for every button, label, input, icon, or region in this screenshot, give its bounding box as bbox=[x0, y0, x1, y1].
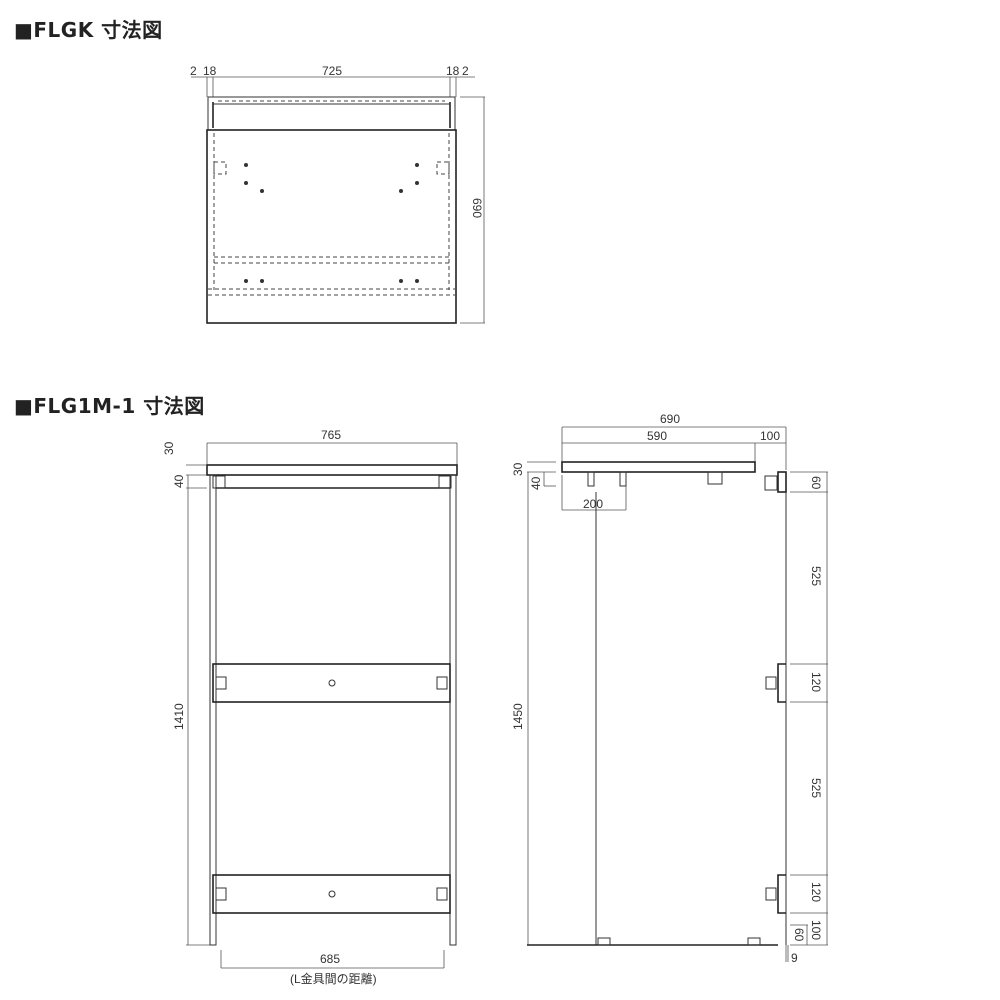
flg1m-front-view: 765 30 40 1410 685 (L金具間の距離) bbox=[162, 428, 458, 986]
dim-right-4: 120 bbox=[809, 882, 823, 902]
dim-right-5: 100 bbox=[809, 920, 823, 940]
dim-height: 690 bbox=[470, 198, 484, 218]
dim-right-panel: 18 bbox=[446, 64, 460, 78]
dim-front-top-board: 30 bbox=[162, 441, 176, 455]
dim-front-top-bracket: 40 bbox=[172, 474, 186, 488]
dim-floor-gap: 9 bbox=[791, 951, 798, 965]
dim-inner-width: 725 bbox=[322, 64, 342, 78]
flgk-drawing: 2 18 725 18 2 690 bbox=[190, 64, 485, 324]
dim-bracket-distance: 685 bbox=[320, 952, 340, 966]
dim-side-overhang: 100 bbox=[760, 429, 780, 443]
dim-right-1: 525 bbox=[809, 566, 823, 586]
dim-right-2: 120 bbox=[809, 672, 823, 692]
bracket-distance-note: (L金具間の距離) bbox=[290, 971, 377, 986]
dim-side-board-depth: 590 bbox=[647, 429, 667, 443]
dim-front-width: 765 bbox=[321, 428, 341, 442]
dim-front-height: 1410 bbox=[172, 703, 186, 730]
dim-bottom-bracket: 60 bbox=[792, 928, 806, 942]
dim-right-gap: 2 bbox=[462, 64, 469, 78]
dim-side-depth: 690 bbox=[660, 412, 680, 426]
dim-leg-spacing: 200 bbox=[583, 497, 603, 511]
dim-right-0: 60 bbox=[809, 476, 823, 490]
flg1m-side-view: 690 590 100 30 40 1450 200 60 525 120 bbox=[511, 412, 828, 965]
dim-side-top-board: 30 bbox=[511, 462, 525, 476]
dim-side-leg: 40 bbox=[529, 476, 543, 490]
screw-holes bbox=[244, 163, 419, 283]
dim-left-panel: 18 bbox=[203, 64, 217, 78]
section-title-flgk: ■FLGK 寸法図 bbox=[14, 18, 163, 42]
dim-side-height: 1450 bbox=[511, 703, 525, 730]
dim-left-gap: 2 bbox=[190, 64, 197, 78]
section-title-flg1m: ■FLG1M-1 寸法図 bbox=[14, 394, 205, 418]
dim-right-3: 525 bbox=[809, 778, 823, 798]
